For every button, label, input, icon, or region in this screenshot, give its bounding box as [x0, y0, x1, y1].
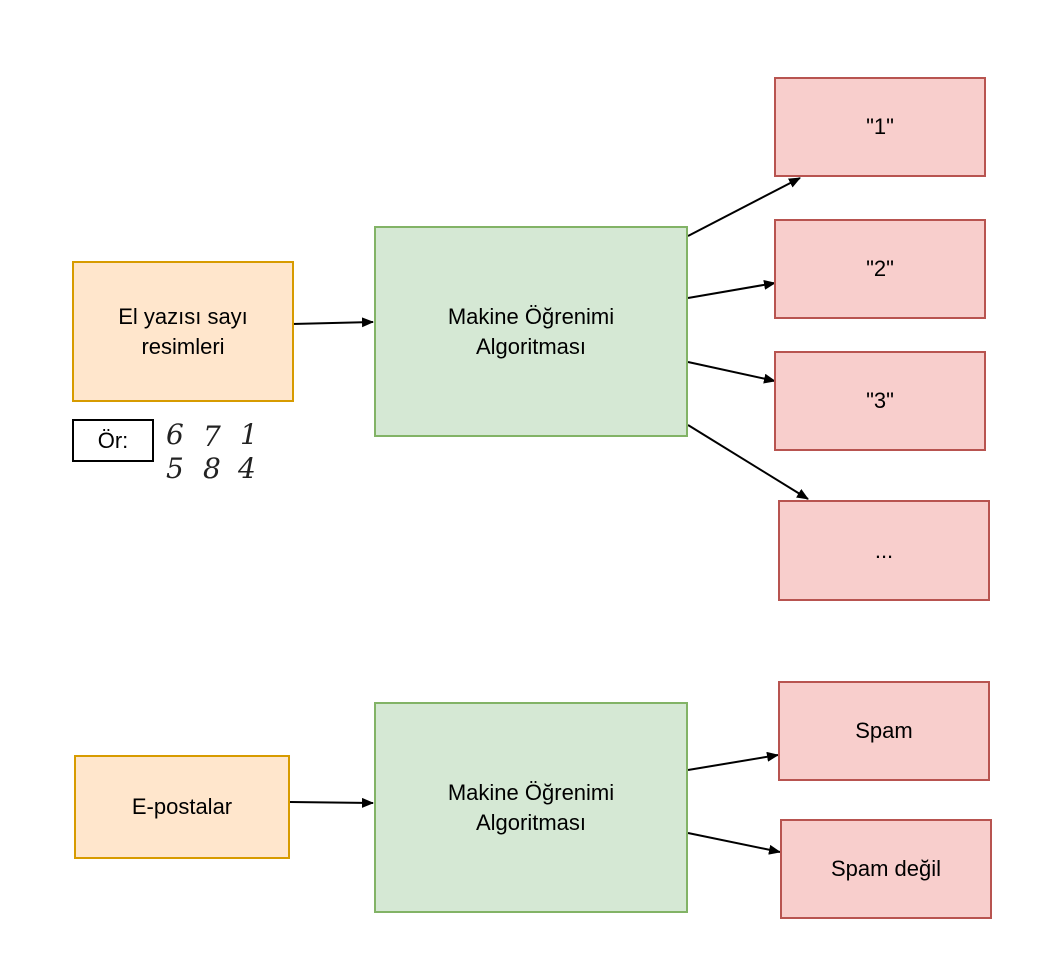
not-spam-output-label: Spam değil — [830, 856, 942, 881]
example-digit: 1 — [240, 418, 258, 451]
ml-algorithm-label-1: Makine Öğrenimi Algoritması — [447, 303, 615, 359]
handwritten-digits-input-label: El yazısı sayı resimleri — [118, 303, 248, 359]
output-node-3: "3" — [774, 351, 986, 451]
ml-algorithm-label-2: Makine Öğrenimi Algoritması — [447, 779, 615, 835]
edge-input-to-algorithm-1 — [291, 317, 374, 328]
edge-algorithm-to-output-4 — [687, 424, 809, 500]
output-label-3: "3" — [866, 388, 894, 413]
output-label-2: "2" — [866, 256, 894, 281]
example-digit: 7 — [203, 420, 221, 453]
edge-input-to-algorithm-2 — [289, 797, 374, 808]
not-spam-output-node: Spam değil — [780, 819, 992, 919]
example-label-box: Ör: — [72, 419, 154, 462]
ml-algorithm-node-2: Makine Öğrenimi Algoritması — [374, 702, 688, 913]
edge-algorithm-to-output-1 — [687, 177, 801, 237]
handwritten-digits-input-node: El yazısı sayı resimleri — [72, 261, 294, 402]
edge-algorithm-to-not-spam — [687, 832, 781, 855]
edge-algorithm-to-spam — [687, 751, 779, 771]
output-node-2: "2" — [774, 219, 986, 319]
output-node-ellipsis: ... — [778, 500, 990, 601]
example-digit: 5 — [166, 452, 184, 485]
edge-algorithm-to-output-3 — [687, 361, 776, 384]
example-digit: 4 — [238, 452, 256, 485]
output-label-1: "1" — [866, 114, 894, 139]
ml-algorithm-node-1: Makine Öğrenimi Algoritması — [374, 226, 688, 437]
emails-input-node: E-postalar — [74, 755, 290, 859]
example-digit: 6 — [166, 418, 184, 451]
emails-input-label: E-postalar — [131, 794, 233, 819]
edge-algorithm-to-output-2 — [687, 279, 776, 299]
output-label-ellipsis: ... — [874, 537, 894, 563]
example-digit: 8 — [203, 452, 221, 485]
output-node-1: "1" — [774, 77, 986, 177]
spam-output-label: Spam — [855, 718, 913, 743]
spam-output-node: Spam — [778, 681, 990, 781]
example-label: Ör: — [97, 427, 129, 453]
